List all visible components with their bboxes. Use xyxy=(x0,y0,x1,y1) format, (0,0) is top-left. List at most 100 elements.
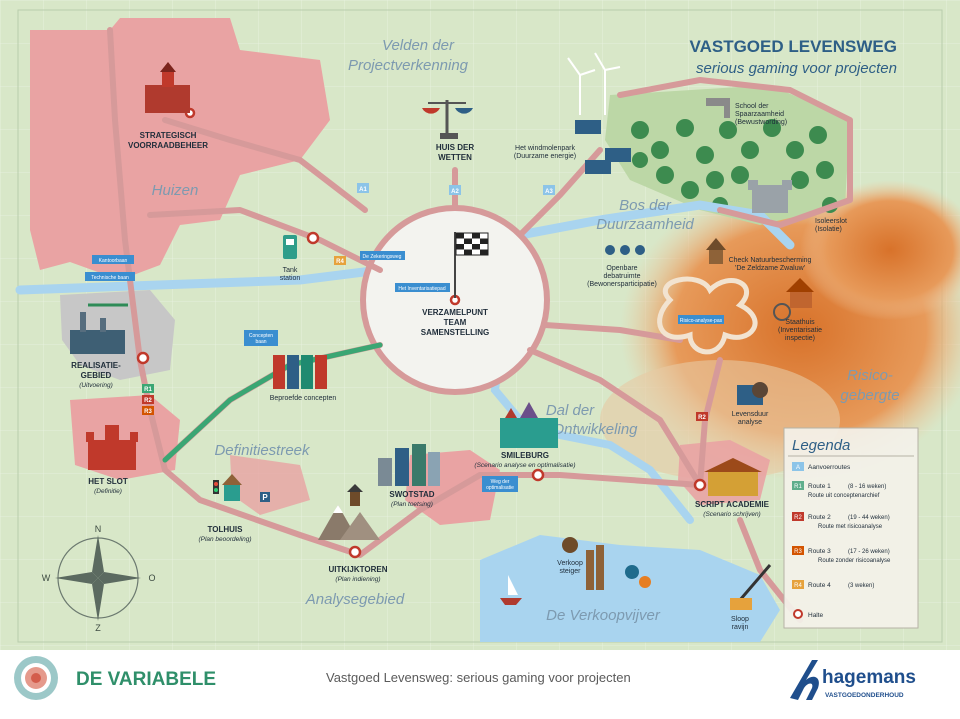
footer: DE VARIABELE Vastgoed Levensweg: serious… xyxy=(0,650,960,719)
sailboat-icon xyxy=(500,575,522,605)
tap-icon xyxy=(706,98,730,118)
label-sloop-2: ravijn xyxy=(732,624,749,631)
region-velden-1: Velden der xyxy=(382,37,455,54)
label-swotstad-sub: (Plan toetsing) xyxy=(391,501,433,508)
region-risico-1: Risico- xyxy=(847,367,893,384)
label-beproefde: Beproefde concepten xyxy=(270,395,337,402)
game-map: VASTGOED LEVENSWEG serious gaming voor p… xyxy=(0,0,960,650)
label-openbare-3: (Bewonersparticipatie) xyxy=(587,281,657,288)
footer-brand: DE VARIABELE xyxy=(76,669,216,690)
label-tolhuis-sub: (Plan beoordeling) xyxy=(198,536,251,543)
legend-panel: Legenda A Aanvoerroutes R1 Route 1 (8 - … xyxy=(783,427,919,629)
label-script-sub: (Scenario schrijven) xyxy=(703,511,760,518)
footer-graphics: DE VARIABELE Vastgoed Levensweg: serious… xyxy=(14,656,916,700)
badge-r2-script: R2 xyxy=(698,415,706,421)
label-tolhuis: TOLHUIS xyxy=(208,525,244,534)
legend-swatch-r4 xyxy=(792,580,804,589)
sign-technische-label: Technische baan xyxy=(91,275,129,281)
legend-weeks-r1: (8 - 16 weken) xyxy=(848,484,886,490)
sign-weg-1: Weg der xyxy=(491,479,510,485)
scales-justice-icon xyxy=(422,100,473,139)
label-huis-wetten-2: WETTEN xyxy=(438,153,472,162)
sign-weg-2: optimalisatie xyxy=(486,485,514,491)
binders-icon xyxy=(273,355,327,389)
label-realisatie-2: GEBIED xyxy=(81,371,112,380)
label-verzamelpunt-1: VERZAMELPUNT xyxy=(422,308,488,317)
label-isoleerslot-1: Isoleerslot xyxy=(815,218,847,225)
wind-turbine-icon xyxy=(567,52,621,115)
route-1-path xyxy=(162,342,383,463)
label-tank-1: Tank xyxy=(283,267,298,274)
label-het-slot-sub: (Definitie) xyxy=(94,488,122,495)
sign-inventarisatie-label: Het Inventarisatiepad xyxy=(398,286,445,292)
label-verzamelpunt-3: SAMENSTELLING xyxy=(421,328,489,337)
legend-badge-r2: R2 xyxy=(794,515,802,521)
checkered-flag-icon xyxy=(454,232,489,298)
stop-smileburg[interactable] xyxy=(531,468,545,482)
hagemans-logo-icon xyxy=(790,660,819,700)
label-script: SCRIPT ACADEMIE xyxy=(695,500,770,509)
mountain-peaks-icon xyxy=(318,505,380,540)
urban-huizen xyxy=(30,18,330,280)
sign-zekering-label: De Zekeringsweg xyxy=(363,254,402,260)
label-check-1: Check Natuurbescherming xyxy=(729,257,812,264)
label-uitkijktoren-sub: (Plan indiening) xyxy=(335,576,380,583)
sign-kantoorbaan: Kantoorbaan xyxy=(92,255,134,264)
staathuis-icon xyxy=(773,278,814,321)
stop-uitkijktoren[interactable] xyxy=(348,545,362,559)
sign-concepten-2: baan xyxy=(255,339,266,345)
legend-swatch-r3 xyxy=(792,546,804,555)
map-title: VASTGOED LEVENSWEG xyxy=(690,37,898,56)
legend-weeks-r2: (19 - 44 weken) xyxy=(848,515,890,521)
legend-desc-r3: Route zonder risicoanalyse xyxy=(818,558,891,564)
castle-strategisch-icon xyxy=(145,62,190,113)
legend-label-halte: Halte xyxy=(808,612,824,619)
sign-concepten-1: Concepten xyxy=(249,333,273,339)
sign-concepten: Concepten baan xyxy=(244,330,278,346)
badge-a3: A3 xyxy=(545,189,553,195)
badge-r1: R1 xyxy=(144,387,152,393)
region-analyse: Analysegebied xyxy=(305,591,405,608)
badge-a1: A1 xyxy=(359,187,367,193)
route-badges: A1 A2 A3 R1 R2 R3 R2 R4 xyxy=(142,183,708,421)
region-velden-2: Projectverkenning xyxy=(348,57,469,74)
legend-label-r1: Route 1 xyxy=(808,483,831,490)
crane-icon xyxy=(730,564,772,610)
people-icon xyxy=(605,245,645,255)
legend-badge-r4: R4 xyxy=(794,583,802,589)
label-realisatie-1: REALISATIE- xyxy=(71,361,121,370)
svg-text:P: P xyxy=(262,493,268,502)
risico-loop-road xyxy=(657,276,758,355)
lookout-tower-icon xyxy=(347,484,363,506)
footer-partner-sub: VASTGOEDONDERHOUD xyxy=(825,692,904,699)
legend-badge-r1: R1 xyxy=(794,484,802,490)
sign-technische: Technische baan xyxy=(85,272,135,281)
label-school-3: (Bewustwording) xyxy=(735,119,787,126)
coin-bag-icon xyxy=(562,537,578,553)
foothills xyxy=(600,360,840,480)
legend-swatch-r2 xyxy=(792,512,804,521)
legend-swatch-r1 xyxy=(792,481,804,490)
stop-tank[interactable] xyxy=(306,231,320,245)
region-huizen: Huizen xyxy=(152,182,199,199)
label-het-slot: HET SLOT xyxy=(88,477,128,486)
urban-tolhuis xyxy=(230,455,310,515)
label-school-1: School der xyxy=(735,103,769,110)
factory-icon xyxy=(70,303,128,354)
footer-partner: hagemans xyxy=(822,667,916,688)
legend-desc-r1: Route uit conceptenarchief xyxy=(808,493,880,499)
stop-script[interactable] xyxy=(693,478,707,492)
badge-r2: R2 xyxy=(144,398,152,404)
sign-weg-optimalisatie: Weg der optimalisatie xyxy=(482,476,518,492)
sign-risico-analyse-label: Risico-analyse-pas xyxy=(680,318,723,324)
verkoopvijver-lake xyxy=(480,535,780,642)
sign-kantoorbaan-label: Kantoorbaan xyxy=(99,258,128,264)
buoy-icon xyxy=(625,565,651,588)
stop-realisatie[interactable] xyxy=(136,351,150,365)
isoleerslot-castle-icon xyxy=(748,180,792,213)
label-levensduur-1: Levensduur xyxy=(732,411,769,418)
legend-desc-r2: Route met risicoanalyse xyxy=(818,524,883,530)
label-staathuis-2: (Inventarisatie xyxy=(778,327,822,334)
tolhuis-icon xyxy=(222,474,242,501)
